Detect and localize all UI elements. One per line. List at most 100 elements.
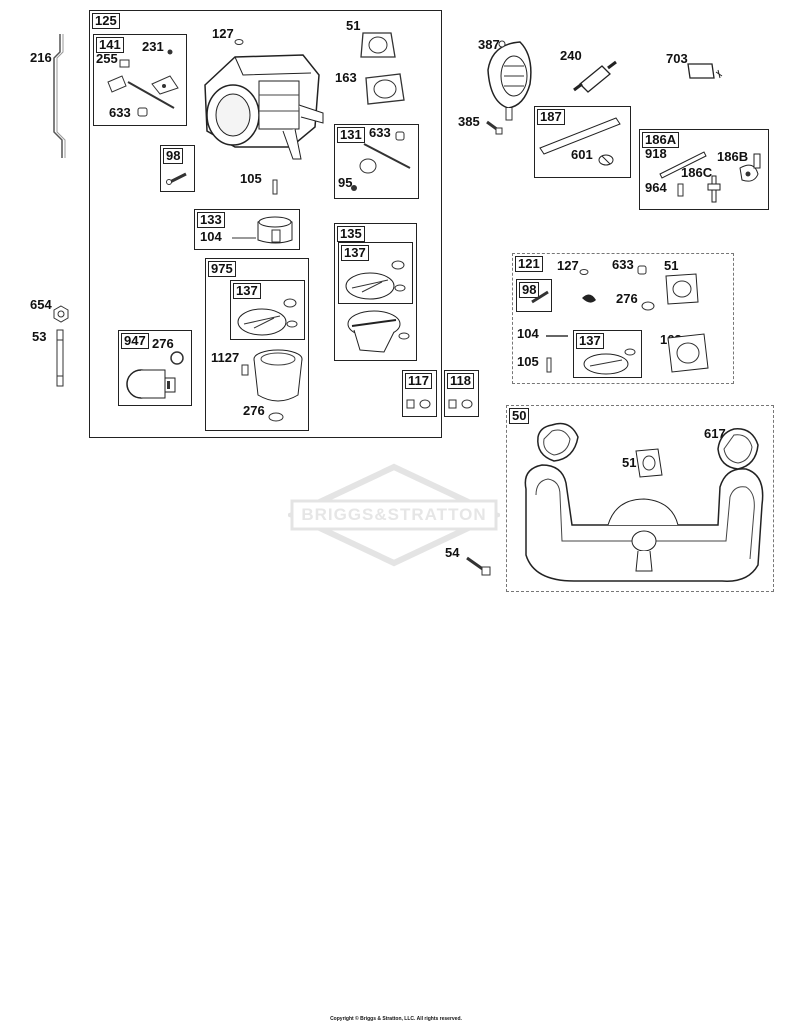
group-137-gasket-kit-upper: 137: [338, 242, 413, 304]
group-label-133: 133: [197, 212, 225, 228]
stud-53-drawing: [56, 329, 64, 387]
gasket-163-drawing: [365, 73, 405, 105]
brand-watermark: BRIGGS&STRATTON: [288, 463, 500, 567]
watermark-text: BRIGGS&STRATTON: [301, 505, 487, 524]
group-label-947: 947: [121, 333, 149, 349]
callout-105-carb: 105: [240, 171, 262, 186]
group-121-gasket-set: 121: [512, 253, 734, 384]
callout-964: 964: [645, 180, 667, 195]
intake-manifold-drawing: [524, 422, 764, 582]
float-bowl-drawing: [241, 349, 303, 422]
governor-link-drawing: [53, 34, 66, 158]
group-137-gasket-kit-set: 137: [573, 330, 642, 378]
group-118-fitting: 118: [444, 370, 479, 417]
callout-216: 216: [30, 50, 52, 65]
screw-98-drawing: [166, 172, 187, 185]
fitting-118-drawing: [448, 399, 473, 409]
callout-633-set: 633: [612, 257, 634, 272]
jet-105-drawing: [272, 179, 278, 195]
group-50-intake-manifold: 50: [506, 405, 774, 592]
fuel-filter-drawing: [573, 60, 617, 93]
callout-654: 654: [30, 297, 52, 312]
group-135-choke-kit: 135: [334, 223, 417, 361]
fuel-pump-drawing: [487, 40, 532, 121]
callout-104-set: 104: [517, 326, 539, 341]
group-187-fuel-line: 187: [534, 106, 631, 178]
callout-601: 601: [571, 147, 593, 162]
group-label-50: 50: [509, 408, 530, 424]
gasket-set-parts-drawing: [531, 265, 709, 375]
group-label-135: 135: [337, 226, 365, 242]
callout-255: 255: [96, 51, 118, 66]
group-label-137-lower: 137: [233, 283, 261, 299]
group-98-screw-kit: 98: [160, 145, 195, 192]
callout-53: 53: [32, 329, 47, 344]
group-947-solenoid: 947: [118, 330, 192, 406]
group-label-98-left: 98: [163, 148, 184, 164]
group-133-float: 133: [194, 209, 300, 250]
callout-276-set: 276: [616, 291, 638, 306]
callout-276-solenoid: 276: [152, 336, 174, 351]
callout-51-set: 51: [664, 258, 679, 273]
group-label-131: 131: [337, 127, 365, 143]
copyright-notice: Copyright © Briggs & Stratton, LLC. All …: [330, 1016, 462, 1022]
gasket-51-drawing: [360, 32, 396, 58]
group-label-121: 121: [515, 256, 543, 272]
group-125-carburetor-assembly: 125: [89, 10, 442, 438]
callout-105-set: 105: [517, 354, 539, 369]
choke-gasket-137-drawing: [345, 260, 406, 300]
float-133-drawing: [232, 216, 293, 244]
group-label-137-upper: 137: [341, 245, 369, 261]
fuel-line-187-drawing: [539, 117, 621, 166]
callout-385: 385: [458, 114, 480, 129]
callout-104-pin: 104: [200, 229, 222, 244]
group-131-throttle-shaft: 131: [334, 124, 419, 199]
group-label-187: 187: [537, 109, 565, 125]
group-975-float-bowl-kit: 975: [205, 258, 309, 431]
callout-186C: 186C: [681, 165, 713, 180]
callout-95: 95: [338, 175, 353, 190]
nut-654-drawing: [53, 305, 69, 323]
fitting-117-drawing: [406, 399, 431, 409]
callout-276-bowl: 276: [243, 403, 265, 418]
group-label-137-set: 137: [576, 333, 604, 349]
group-117-fitting: 117: [402, 370, 437, 417]
callout-186B: 186B: [717, 149, 749, 164]
screw-385-drawing: [486, 120, 503, 135]
callout-633-shaft: 633: [369, 125, 391, 140]
group-label-98-right: 98: [519, 282, 540, 298]
callout-51-gasket: 51: [346, 18, 361, 33]
group-137-gasket-kit-lower: 137: [230, 280, 305, 340]
group-label-118: 118: [447, 373, 474, 389]
fuel-hose-kit-drawing: [659, 151, 761, 203]
group-label-975: 975: [208, 261, 236, 277]
group-186A-fuel-hose-kit: 186A: [639, 129, 769, 210]
group-98-screw-kit-set: 98: [516, 279, 552, 312]
callout-163-gasket: 163: [335, 70, 357, 85]
callout-240: 240: [560, 48, 582, 63]
callout-127-carb: 127: [212, 26, 234, 41]
callout-703: 703: [666, 51, 688, 66]
bolt-54-drawing: [466, 556, 491, 576]
callout-231: 231: [142, 39, 164, 54]
group-label-117: 117: [405, 373, 432, 389]
carburetor-body-drawing: [204, 39, 324, 160]
group-label-186A: 186A: [642, 132, 680, 148]
callout-54: 54: [445, 545, 460, 560]
group-label-125: 125: [92, 13, 120, 29]
group-label-141: 141: [96, 37, 124, 53]
choke-plate-drawing: [347, 310, 410, 353]
callout-918: 918: [645, 146, 667, 161]
callout-387: 387: [478, 37, 500, 52]
throttle-shaft-drawing: [351, 131, 411, 191]
group-141-kit: 141: [93, 34, 187, 126]
callout-633-kit: 633: [109, 105, 131, 120]
clamp-703-drawing: [687, 63, 723, 79]
kit-141-parts-drawing: [107, 49, 179, 117]
bowl-gasket-137-drawing: [237, 298, 298, 336]
callout-617: 617: [704, 426, 726, 441]
callout-51-manifold: 51: [622, 455, 637, 470]
solenoid-drawing: [126, 351, 184, 399]
callout-127-set: 127: [557, 258, 579, 273]
callout-1127: 1127: [211, 350, 240, 365]
